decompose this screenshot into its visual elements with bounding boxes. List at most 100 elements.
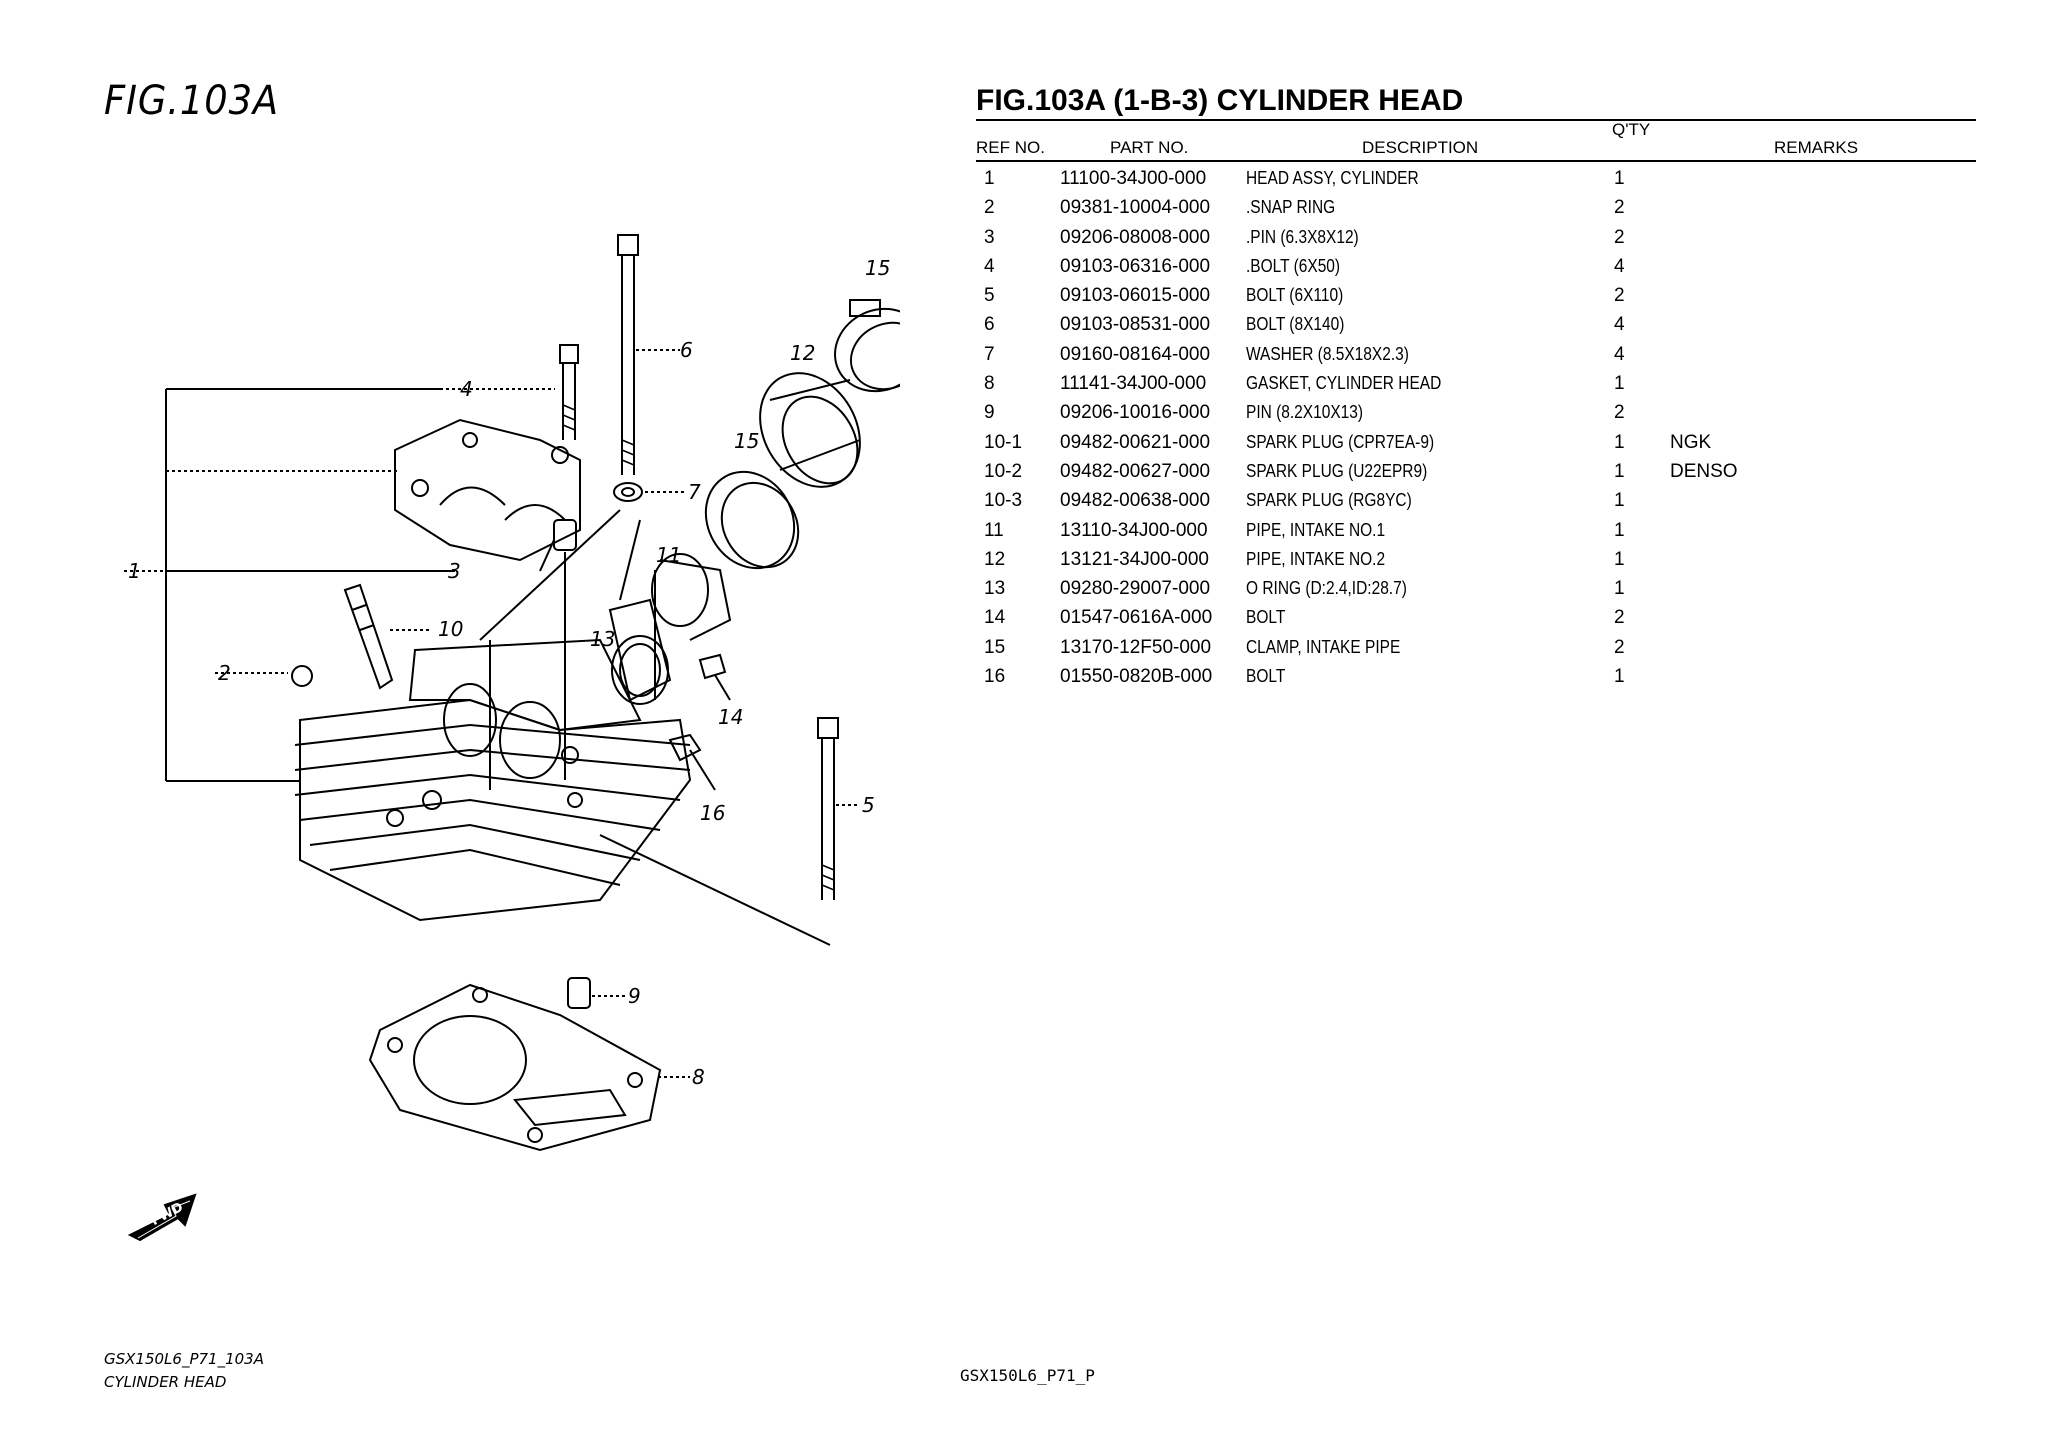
description-cell: SPARK PLUG (U22EPR9) — [1246, 460, 1428, 481]
part-number-cell: 09381-10004-000 — [1060, 197, 1211, 219]
description-cell: GASKET, CYLINDER HEAD — [1246, 373, 1442, 394]
qty-cell: 2 — [1614, 226, 1625, 248]
remarks-cell: NGK — [1670, 431, 1712, 453]
page-title: FIG.103A (1-B-3) CYLINDER HEAD — [976, 84, 1464, 117]
part-number-cell: 09482-00638-000 — [1060, 490, 1211, 512]
header-remarks: REMARKS — [1774, 138, 1859, 157]
qty-cell: 1 — [1614, 373, 1625, 395]
description-cell: BOLT — [1246, 607, 1286, 628]
description-cell: HEAD ASSY, CYLINDER — [1246, 168, 1419, 188]
callout-6: 6 — [680, 338, 693, 362]
ref-cell: 10-2 — [984, 460, 1023, 482]
ref-cell: 3 — [984, 226, 995, 248]
callout-11: 11 — [656, 543, 681, 567]
description-cell: O RING (D:2.4,ID:28.7) — [1246, 578, 1407, 599]
footer-catalog: GSX150L6_P71_P — [960, 1366, 1095, 1385]
callout-12: 12 — [790, 341, 815, 365]
o-ring-13 — [611, 635, 669, 705]
description-cell: .PIN (6.3X8X12) — [1246, 226, 1359, 247]
ref-cell: 6 — [984, 314, 995, 336]
part-number-cell: 09482-00627-000 — [1060, 460, 1211, 482]
table-row: 2 09381-10004-000 .SNAP RING 2 — [976, 193, 1976, 222]
snap-ring-2 — [215, 665, 313, 687]
description-cell: .SNAP RING — [1246, 197, 1336, 218]
ref-cell: 9 — [984, 402, 995, 424]
remarks-cell: DENSO — [1670, 460, 1738, 482]
bolt-6 — [617, 234, 680, 475]
ref-cell: 2 — [984, 197, 995, 219]
description-cell: SPARK PLUG (CPR7EA-9) — [1246, 431, 1435, 452]
ref-cell: 11 — [984, 519, 1004, 541]
description-cell: PIPE, INTAKE NO.1 — [1246, 519, 1386, 540]
fwd-arrow-icon: FWD — [127, 1193, 197, 1242]
ref-cell: 7 — [984, 343, 995, 365]
callout-2: 2 — [218, 661, 231, 685]
part-number-cell: 13121-34J00-000 — [1060, 548, 1209, 570]
qty-cell: 1 — [1614, 168, 1625, 189]
table-row: 11 13110-34J00-000 PIPE, INTAKE NO.1 1 — [976, 516, 1976, 545]
qty-cell: 1 — [1614, 519, 1625, 541]
part-number-cell: 09103-06316-000 — [1060, 255, 1211, 277]
part-number-cell: 11141-34J00-000 — [1060, 373, 1207, 395]
part-number-cell: 09206-10016-000 — [1060, 402, 1211, 424]
part-number-cell: 09482-00621-000 — [1060, 431, 1211, 453]
part-number-cell: 01550-0820B-000 — [1060, 666, 1213, 688]
ref-cell: 16 — [984, 666, 1006, 688]
washer-7 — [613, 482, 685, 502]
qty-cell: 1 — [1614, 548, 1625, 570]
footer-left: GSX150L6_P71_103A CYLINDER HEAD — [104, 1348, 264, 1394]
qty-cell: 4 — [1614, 343, 1625, 365]
pin-3 — [166, 519, 577, 572]
intake-pipe-12 — [759, 372, 861, 488]
ref-cell: 10-1 — [984, 431, 1023, 453]
description-cell: PIPE, INTAKE NO.2 — [1246, 548, 1386, 569]
ref-cell: 4 — [984, 255, 995, 277]
callout-16: 16 — [700, 801, 725, 825]
part-number-cell: 13170-12F50-000 — [1060, 636, 1212, 658]
qty-cell: 1 — [1614, 490, 1625, 512]
callout-15a: 15 — [734, 429, 759, 453]
qty-cell: 1 — [1614, 431, 1625, 453]
cylinder-head-body — [294, 638, 692, 922]
description-cell: .BOLT (6X50) — [1246, 255, 1341, 276]
ref-cell: 12 — [984, 548, 1006, 570]
bolt-4 — [559, 344, 579, 440]
qty-cell: 4 — [1614, 314, 1625, 336]
header-rule — [976, 160, 1976, 162]
bolt-5 — [599, 717, 860, 946]
ref-cell: 15 — [984, 636, 1006, 658]
part-number-cell: 13110-34J00-000 — [1060, 519, 1208, 541]
callout-4: 4 — [460, 377, 473, 401]
ref-cell: 1 — [984, 168, 995, 189]
pin-9 — [567, 977, 626, 1009]
description-cell: CLAMP, INTAKE PIPE — [1246, 636, 1401, 657]
callout-7: 7 — [688, 480, 701, 504]
qty-cell: 2 — [1614, 197, 1625, 219]
footer-section: CYLINDER HEAD — [104, 1373, 227, 1391]
callout-14: 14 — [718, 705, 743, 729]
clamp-15-lower — [704, 470, 800, 570]
callout-15b: 15 — [865, 256, 890, 280]
callout-5: 5 — [862, 793, 875, 817]
intake-pipe-11 — [608, 553, 732, 702]
description-cell: PIN (8.2X10X13) — [1246, 402, 1364, 423]
part-number-cell: 01547-0616A-000 — [1060, 607, 1213, 629]
description-cell: BOLT — [1246, 666, 1286, 687]
footer-model-code: GSX150L6_P71_103A — [104, 1350, 264, 1368]
gasket-8 — [368, 983, 690, 1152]
camshaft-holder — [394, 418, 581, 562]
ref-cell: 13 — [984, 578, 1006, 600]
header-description: DESCRIPTION — [1362, 138, 1479, 157]
exploded-diagram: 1 2 3 4 5 6 7 8 9 10 11 12 13 14 15 15 1… — [124, 234, 900, 1242]
part-number-cell: 09280-29007-000 — [1060, 578, 1211, 600]
